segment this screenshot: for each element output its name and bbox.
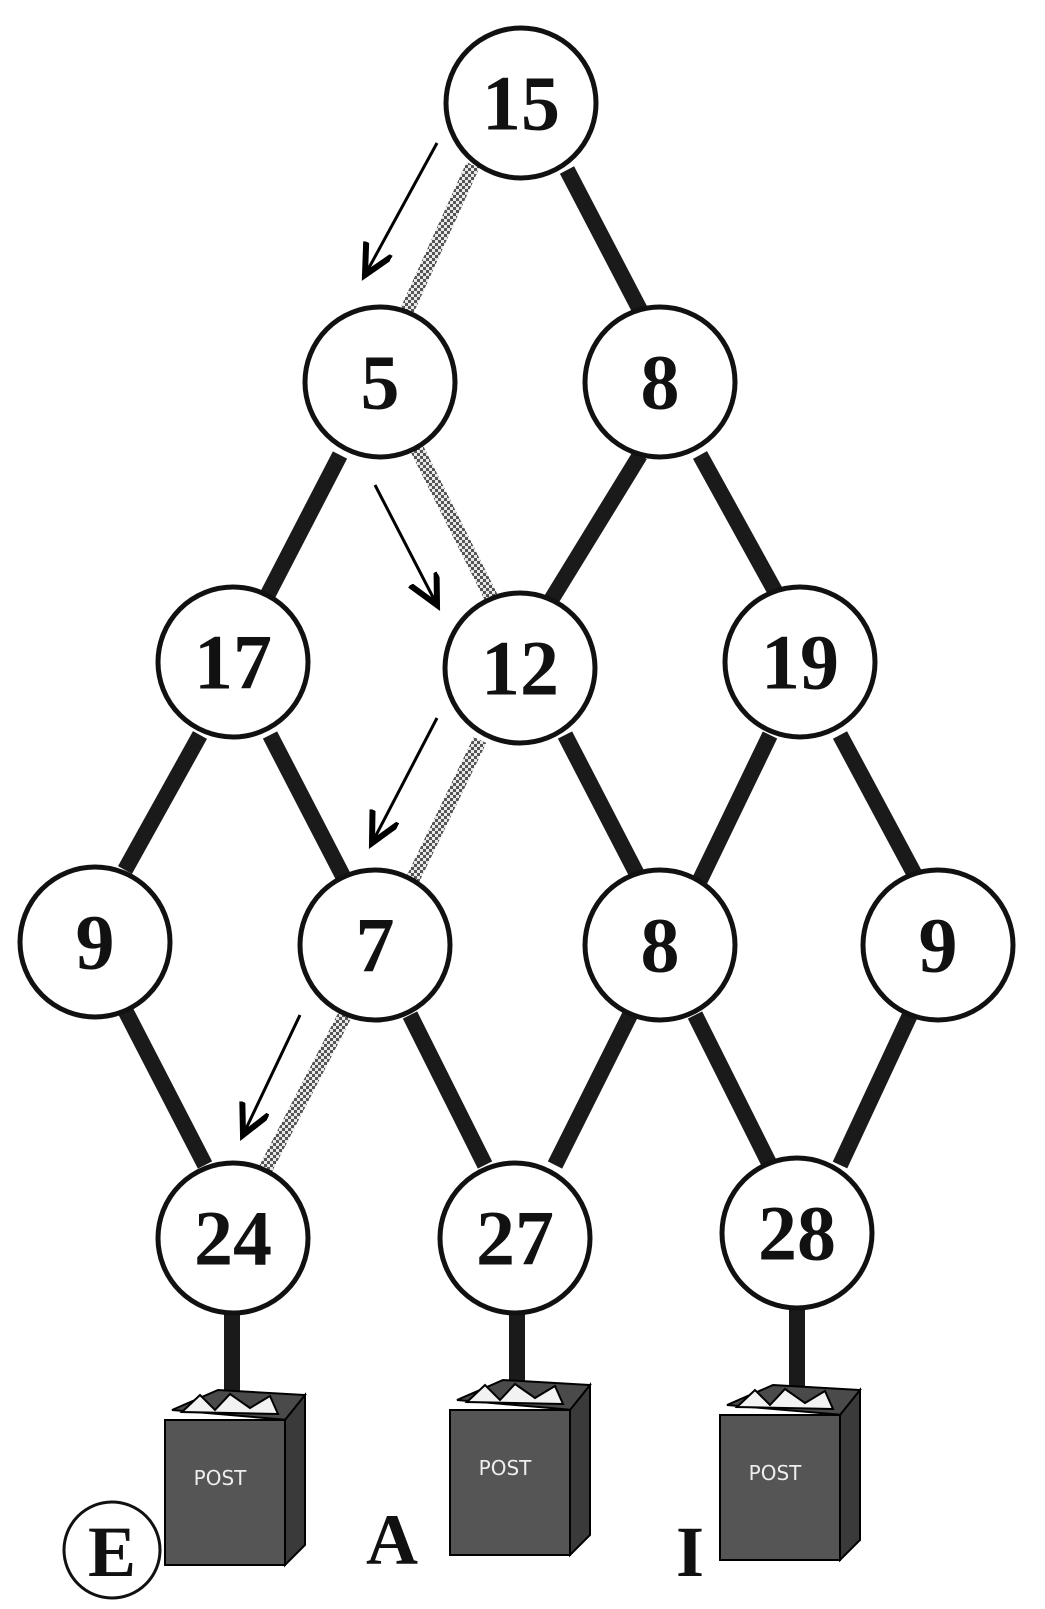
arrow-15-to-5: [365, 142, 439, 275]
edge-19-9: [832, 731, 923, 879]
letter-i: I: [676, 1512, 704, 1592]
path-edge-7-24: [258, 1011, 352, 1174]
edge-17-7: [262, 731, 353, 884]
arrow-12-to-7: [372, 717, 439, 843]
node-28-value: 28: [758, 1190, 836, 1277]
stems: [224, 1310, 805, 1395]
edge-8-28: [687, 1011, 778, 1169]
node-8-mid-value: 8: [641, 902, 680, 989]
node-8-top: 8: [582, 304, 738, 460]
mailbox-middle: POST: [449, 1378, 592, 1558]
letter-a: A: [366, 1500, 418, 1580]
node-9-left-value: 9: [76, 899, 115, 986]
node-7-value: 7: [356, 902, 395, 989]
edge-8-12: [541, 450, 647, 610]
arrow-7-to-24: [243, 1014, 302, 1135]
node-17: 17: [155, 584, 311, 740]
node-24: 24: [155, 1160, 311, 1316]
node-9-right: 9: [860, 867, 1016, 1023]
letter-e-group: E: [62, 1500, 162, 1600]
path-edge-5-12: [408, 441, 502, 609]
path-edge-12-7: [403, 736, 487, 889]
edge-7-27: [402, 1011, 493, 1169]
node-28: 28: [719, 1155, 875, 1311]
edge-19-8: [692, 731, 778, 884]
node-19: 19: [722, 584, 878, 740]
node-17-value: 17: [194, 619, 272, 706]
mailbox-left-label: POST: [194, 1466, 247, 1490]
edge-17-9: [118, 731, 207, 874]
node-24-value: 24: [194, 1195, 272, 1282]
node-7: 7: [297, 867, 453, 1023]
node-19-value: 19: [761, 619, 839, 706]
node-15-value: 15: [482, 60, 560, 147]
letter-e-circle: [62, 1500, 162, 1600]
node-5: 5: [302, 304, 458, 460]
edge-8-19: [692, 451, 788, 604]
edge-12-8: [557, 731, 648, 884]
node-15: 15: [443, 25, 599, 181]
highlighted-path: [258, 162, 502, 1174]
node-9-left: 9: [17, 864, 173, 1020]
edge-9-24: [117, 1006, 213, 1169]
node-12: 12: [442, 590, 598, 746]
edge-9-28: [832, 1011, 918, 1169]
edge-8-27: [547, 1011, 638, 1169]
path-edge-15-5: [398, 162, 480, 318]
letter-e: E: [88, 1512, 136, 1592]
mailbox-right: POST: [719, 1383, 862, 1563]
node-8-top-value: 8: [641, 339, 680, 426]
edges: [117, 166, 923, 1169]
node-27-value: 27: [476, 1195, 554, 1282]
edge-15-8: [559, 166, 648, 314]
nodes: 15 5 8 17 12 19 9 7: [17, 25, 1016, 1316]
mailbox-right-label: POST: [749, 1461, 802, 1485]
mailbox-middle-label: POST: [479, 1456, 532, 1480]
path-arrows: [243, 142, 439, 1135]
mailbox-left: POST: [164, 1388, 307, 1568]
arrow-5-to-12: [373, 484, 437, 605]
edge-5-17: [257, 451, 348, 604]
node-12-value: 12: [481, 625, 559, 712]
node-9-right-value: 9: [919, 902, 958, 989]
node-5-value: 5: [361, 339, 400, 426]
node-8-mid: 8: [582, 867, 738, 1023]
node-27: 27: [437, 1160, 593, 1316]
